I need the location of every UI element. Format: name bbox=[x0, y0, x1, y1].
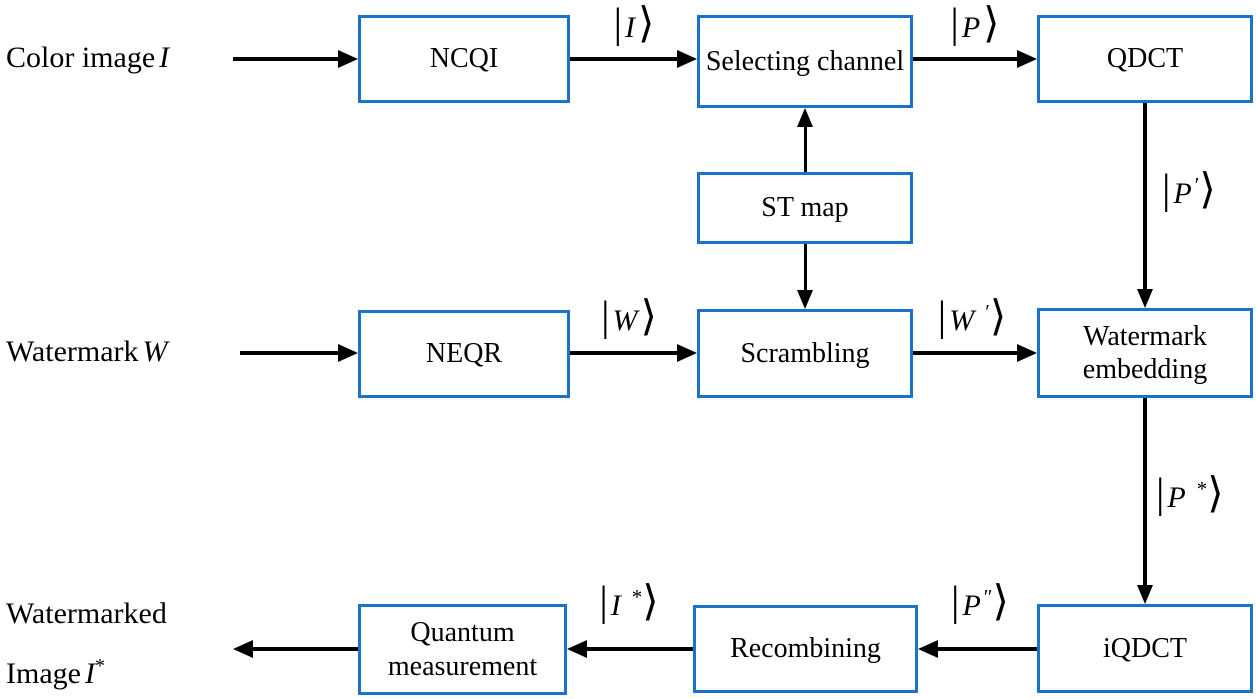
ket-bar: | bbox=[937, 294, 947, 340]
ket-letter: P bbox=[1173, 177, 1192, 210]
arrow-watermark-to-neqr-head bbox=[338, 344, 358, 362]
node-scrambling: Scrambling bbox=[697, 309, 913, 398]
arrow-embedding-to-iqdct-head bbox=[1137, 585, 1153, 604]
ket-bar: | bbox=[613, 1, 623, 47]
node-recombining: Recombining bbox=[693, 605, 918, 693]
input-color-image-math: I bbox=[159, 41, 170, 74]
arrow-qdct-to-embedding-shaft bbox=[1143, 103, 1147, 290]
node-neqr: NEQR bbox=[358, 310, 570, 398]
ket-bar: | bbox=[599, 579, 608, 625]
ket-P-double-prime: |P″⟩ bbox=[951, 576, 1009, 626]
arrow-embedding-to-iqdct-shaft bbox=[1143, 398, 1147, 586]
ket-bracket: ⟩ bbox=[640, 294, 657, 340]
node-selecting-channel: Selecting channel bbox=[697, 15, 913, 108]
ket-sup: ′ bbox=[985, 300, 990, 324]
ket-P-prime: |P′⟩ bbox=[1162, 164, 1216, 214]
arrow-iqdct-to-recombining-head bbox=[918, 640, 938, 658]
arrow-scrambling-to-embedding-shaft bbox=[913, 351, 1019, 355]
ket-bracket: ⟩ bbox=[642, 579, 659, 625]
node-ncqi-label: NCQI bbox=[429, 43, 499, 75]
node-watermark-embedding-label: Watermark embedding bbox=[1082, 320, 1208, 385]
ket-bracket: ⟩ bbox=[638, 1, 655, 47]
ket-W-prime: |W ′⟩ bbox=[938, 291, 1006, 341]
arrow-stmap-to-selecting-head bbox=[797, 108, 813, 127]
ket-I-star: |I *⟩ bbox=[599, 576, 658, 626]
ket-sup: ″ bbox=[983, 585, 993, 609]
node-selecting-channel-label: Selecting channel bbox=[705, 45, 905, 77]
arrow-scrambling-to-embedding-head bbox=[1017, 344, 1037, 362]
arrow-watermark-to-neqr-shaft bbox=[240, 351, 340, 355]
input-color-image-text: Color image bbox=[6, 41, 156, 74]
node-iqdct: iQDCT bbox=[1037, 604, 1253, 693]
node-iqdct-label: iQDCT bbox=[1103, 632, 1187, 664]
ket-letter: P bbox=[1167, 481, 1186, 514]
node-quantum-measurement: Quantum measurement bbox=[358, 604, 567, 695]
arrow-stmap-to-scrambling-shaft bbox=[804, 244, 807, 291]
ket-I: |I⟩ bbox=[614, 0, 655, 48]
arrow-colorimage-to-ncqi-shaft bbox=[233, 57, 340, 61]
arrow-recombining-to-measurement-head bbox=[567, 640, 587, 658]
node-recombining-label: Recombining bbox=[730, 633, 881, 665]
node-neqr-label: NEQR bbox=[425, 338, 503, 370]
ket-bar: | bbox=[1156, 471, 1165, 517]
ket-letter: W bbox=[949, 304, 975, 337]
output-line2-math: I bbox=[84, 657, 95, 690]
node-qdct-label: QDCT bbox=[1106, 43, 1184, 75]
arrow-neqr-to-scrambling-head bbox=[677, 344, 697, 362]
ket-bar: | bbox=[601, 294, 610, 340]
arrow-selecting-to-qdct-shaft bbox=[913, 57, 1019, 61]
node-st-map-label: ST map bbox=[761, 192, 849, 224]
arrow-ncqi-to-selecting-shaft bbox=[570, 57, 679, 61]
ket-bracket: ⟩ bbox=[1207, 471, 1224, 517]
arrow-measurement-to-output-head bbox=[233, 640, 253, 658]
output-line1: Watermarked bbox=[6, 597, 167, 630]
ket-letter: I bbox=[610, 589, 621, 622]
arrow-neqr-to-scrambling-shaft bbox=[570, 351, 679, 355]
node-quantum-measurement-label: Quantum measurement bbox=[387, 617, 538, 682]
ket-bracket: ⟩ bbox=[1199, 167, 1216, 213]
ket-letter: P bbox=[961, 11, 981, 44]
arrow-colorimage-to-ncqi-head bbox=[338, 50, 358, 68]
arrow-stmap-to-selecting-shaft bbox=[804, 125, 807, 172]
ket-bracket: ⟩ bbox=[989, 294, 1007, 340]
arrow-selecting-to-qdct-head bbox=[1017, 50, 1037, 68]
ket-letter: I bbox=[625, 11, 636, 44]
input-watermark-text: Watermark bbox=[6, 335, 139, 368]
ket-bracket: ⟩ bbox=[992, 579, 1009, 625]
arrow-qdct-to-embedding-head bbox=[1137, 289, 1153, 308]
arrow-iqdct-to-recombining-shaft bbox=[936, 647, 1037, 651]
arrow-recombining-to-measurement-shaft bbox=[585, 647, 693, 651]
arrow-ncqi-to-selecting-head bbox=[677, 50, 697, 68]
node-scrambling-label: Scrambling bbox=[740, 337, 870, 369]
output-line2-text: Image bbox=[6, 657, 81, 690]
node-watermark-embedding: Watermark embedding bbox=[1037, 308, 1253, 398]
ket-bracket: ⟩ bbox=[983, 1, 1000, 47]
ket-sup: ′ bbox=[1194, 173, 1200, 197]
ket-bar: | bbox=[951, 579, 960, 625]
node-st-map: ST map bbox=[697, 172, 913, 244]
ket-P: |P⟩ bbox=[950, 0, 999, 48]
ket-letter: W bbox=[612, 304, 638, 337]
arrow-stmap-to-scrambling-head bbox=[797, 290, 813, 309]
input-watermark-math: W bbox=[142, 335, 168, 368]
ket-letter: P bbox=[962, 589, 981, 622]
ket-sup: * bbox=[631, 585, 643, 609]
ket-bar: | bbox=[1162, 167, 1171, 213]
ket-sup: * bbox=[1196, 477, 1208, 501]
output-line2-sup: * bbox=[94, 655, 105, 677]
node-qdct: QDCT bbox=[1037, 15, 1253, 103]
ket-W: |W⟩ bbox=[601, 291, 657, 341]
node-ncqi: NCQI bbox=[358, 15, 570, 103]
ket-P-star: |P *⟩ bbox=[1156, 468, 1224, 518]
arrow-measurement-to-output-shaft bbox=[251, 647, 358, 651]
ket-bar: | bbox=[950, 1, 959, 47]
